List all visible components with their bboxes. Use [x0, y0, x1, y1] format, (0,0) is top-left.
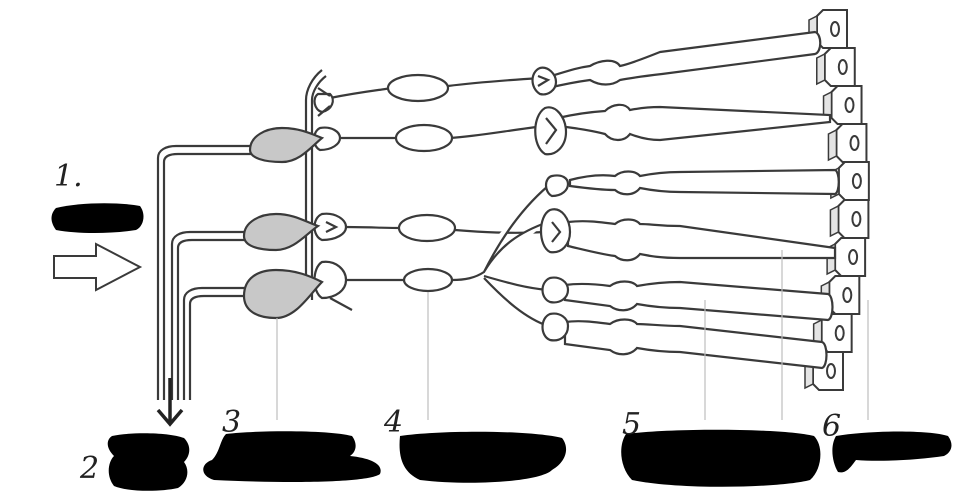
- synapse-outer-2: [534, 106, 568, 156]
- epithelium-cell: [827, 123, 868, 163]
- synapse-layer: [312, 66, 572, 342]
- synapse-outer-4: [539, 208, 572, 254]
- label-group: 1. 2 3 4 5 6: [54, 159, 841, 486]
- ganglion-axon-1: [156, 144, 260, 400]
- epithelium-nucleus: [837, 59, 848, 75]
- photoreceptor-3: [568, 168, 840, 196]
- label-5: 5: [622, 407, 641, 442]
- photoreceptor-2: [556, 103, 832, 142]
- ganglion-cell-3: [242, 268, 324, 320]
- bipolar-cell-3: [397, 213, 457, 243]
- pigment-epithelium: [804, 9, 870, 391]
- ganglion-layer: [156, 126, 325, 400]
- light-direction-arrow: [53, 242, 143, 292]
- label-4: 4: [383, 405, 403, 440]
- bipolar-axon-3: [344, 225, 546, 234]
- bipolar-axon-4: [345, 185, 549, 328]
- synapse-inner-4: [313, 260, 353, 311]
- redaction-2: [107, 433, 190, 491]
- label-1: 1.: [54, 159, 83, 194]
- bipolar-cell-1: [386, 73, 450, 103]
- synapse-outer-1: [531, 66, 558, 96]
- epithelium-cell: [816, 47, 856, 87]
- photoreceptor-6: [563, 318, 828, 370]
- epithelium-cell: [829, 199, 870, 239]
- synapse-inner-1: [313, 87, 334, 117]
- ganglion-cell-1: [248, 126, 325, 164]
- epithelium-nucleus: [844, 97, 855, 113]
- leader-lines: [276, 250, 869, 420]
- epithelium-nucleus: [830, 21, 840, 37]
- ganglion-axon-3: [182, 286, 250, 400]
- synapse-inner-3: [313, 212, 348, 242]
- epithelium-cell: [826, 237, 867, 277]
- synapse-outer-6: [541, 312, 570, 342]
- redaction-blocks: [51, 203, 952, 491]
- ganglion-cell-2: [242, 212, 321, 252]
- label-3: 3: [222, 405, 241, 440]
- ganglion-axon-2: [170, 230, 250, 400]
- redaction-4: [399, 431, 567, 483]
- redaction-5: [621, 429, 821, 487]
- label-2: 2: [79, 451, 99, 486]
- bipolar-cell-4: [402, 267, 454, 293]
- redaction-1: [51, 203, 144, 233]
- label-6: 6: [822, 409, 841, 444]
- photoreceptor-layer: [546, 30, 840, 370]
- epithelium-nucleus: [848, 249, 859, 265]
- epithelium-nucleus: [851, 173, 862, 189]
- bipolar-cell-2: [394, 123, 454, 153]
- synapse-outer-5: [541, 276, 570, 304]
- photoreceptor-5: [563, 280, 834, 322]
- epithelium-nucleus: [851, 211, 862, 227]
- epithelium-nucleus: [834, 325, 845, 341]
- redaction-3: [203, 431, 381, 482]
- bipolar-layer: [329, 73, 549, 328]
- synapse-outer-3: [544, 174, 570, 198]
- photoreceptor-4: [566, 218, 837, 262]
- photoreceptor-1: [546, 30, 822, 90]
- optic-nerve-arrow: [156, 378, 184, 427]
- redaction-6: [832, 431, 952, 473]
- horizontal-fiber: [304, 69, 327, 300]
- epithelium-nucleus: [842, 287, 853, 303]
- epithelium-nucleus: [849, 135, 860, 151]
- epithelium-nucleus: [826, 363, 836, 379]
